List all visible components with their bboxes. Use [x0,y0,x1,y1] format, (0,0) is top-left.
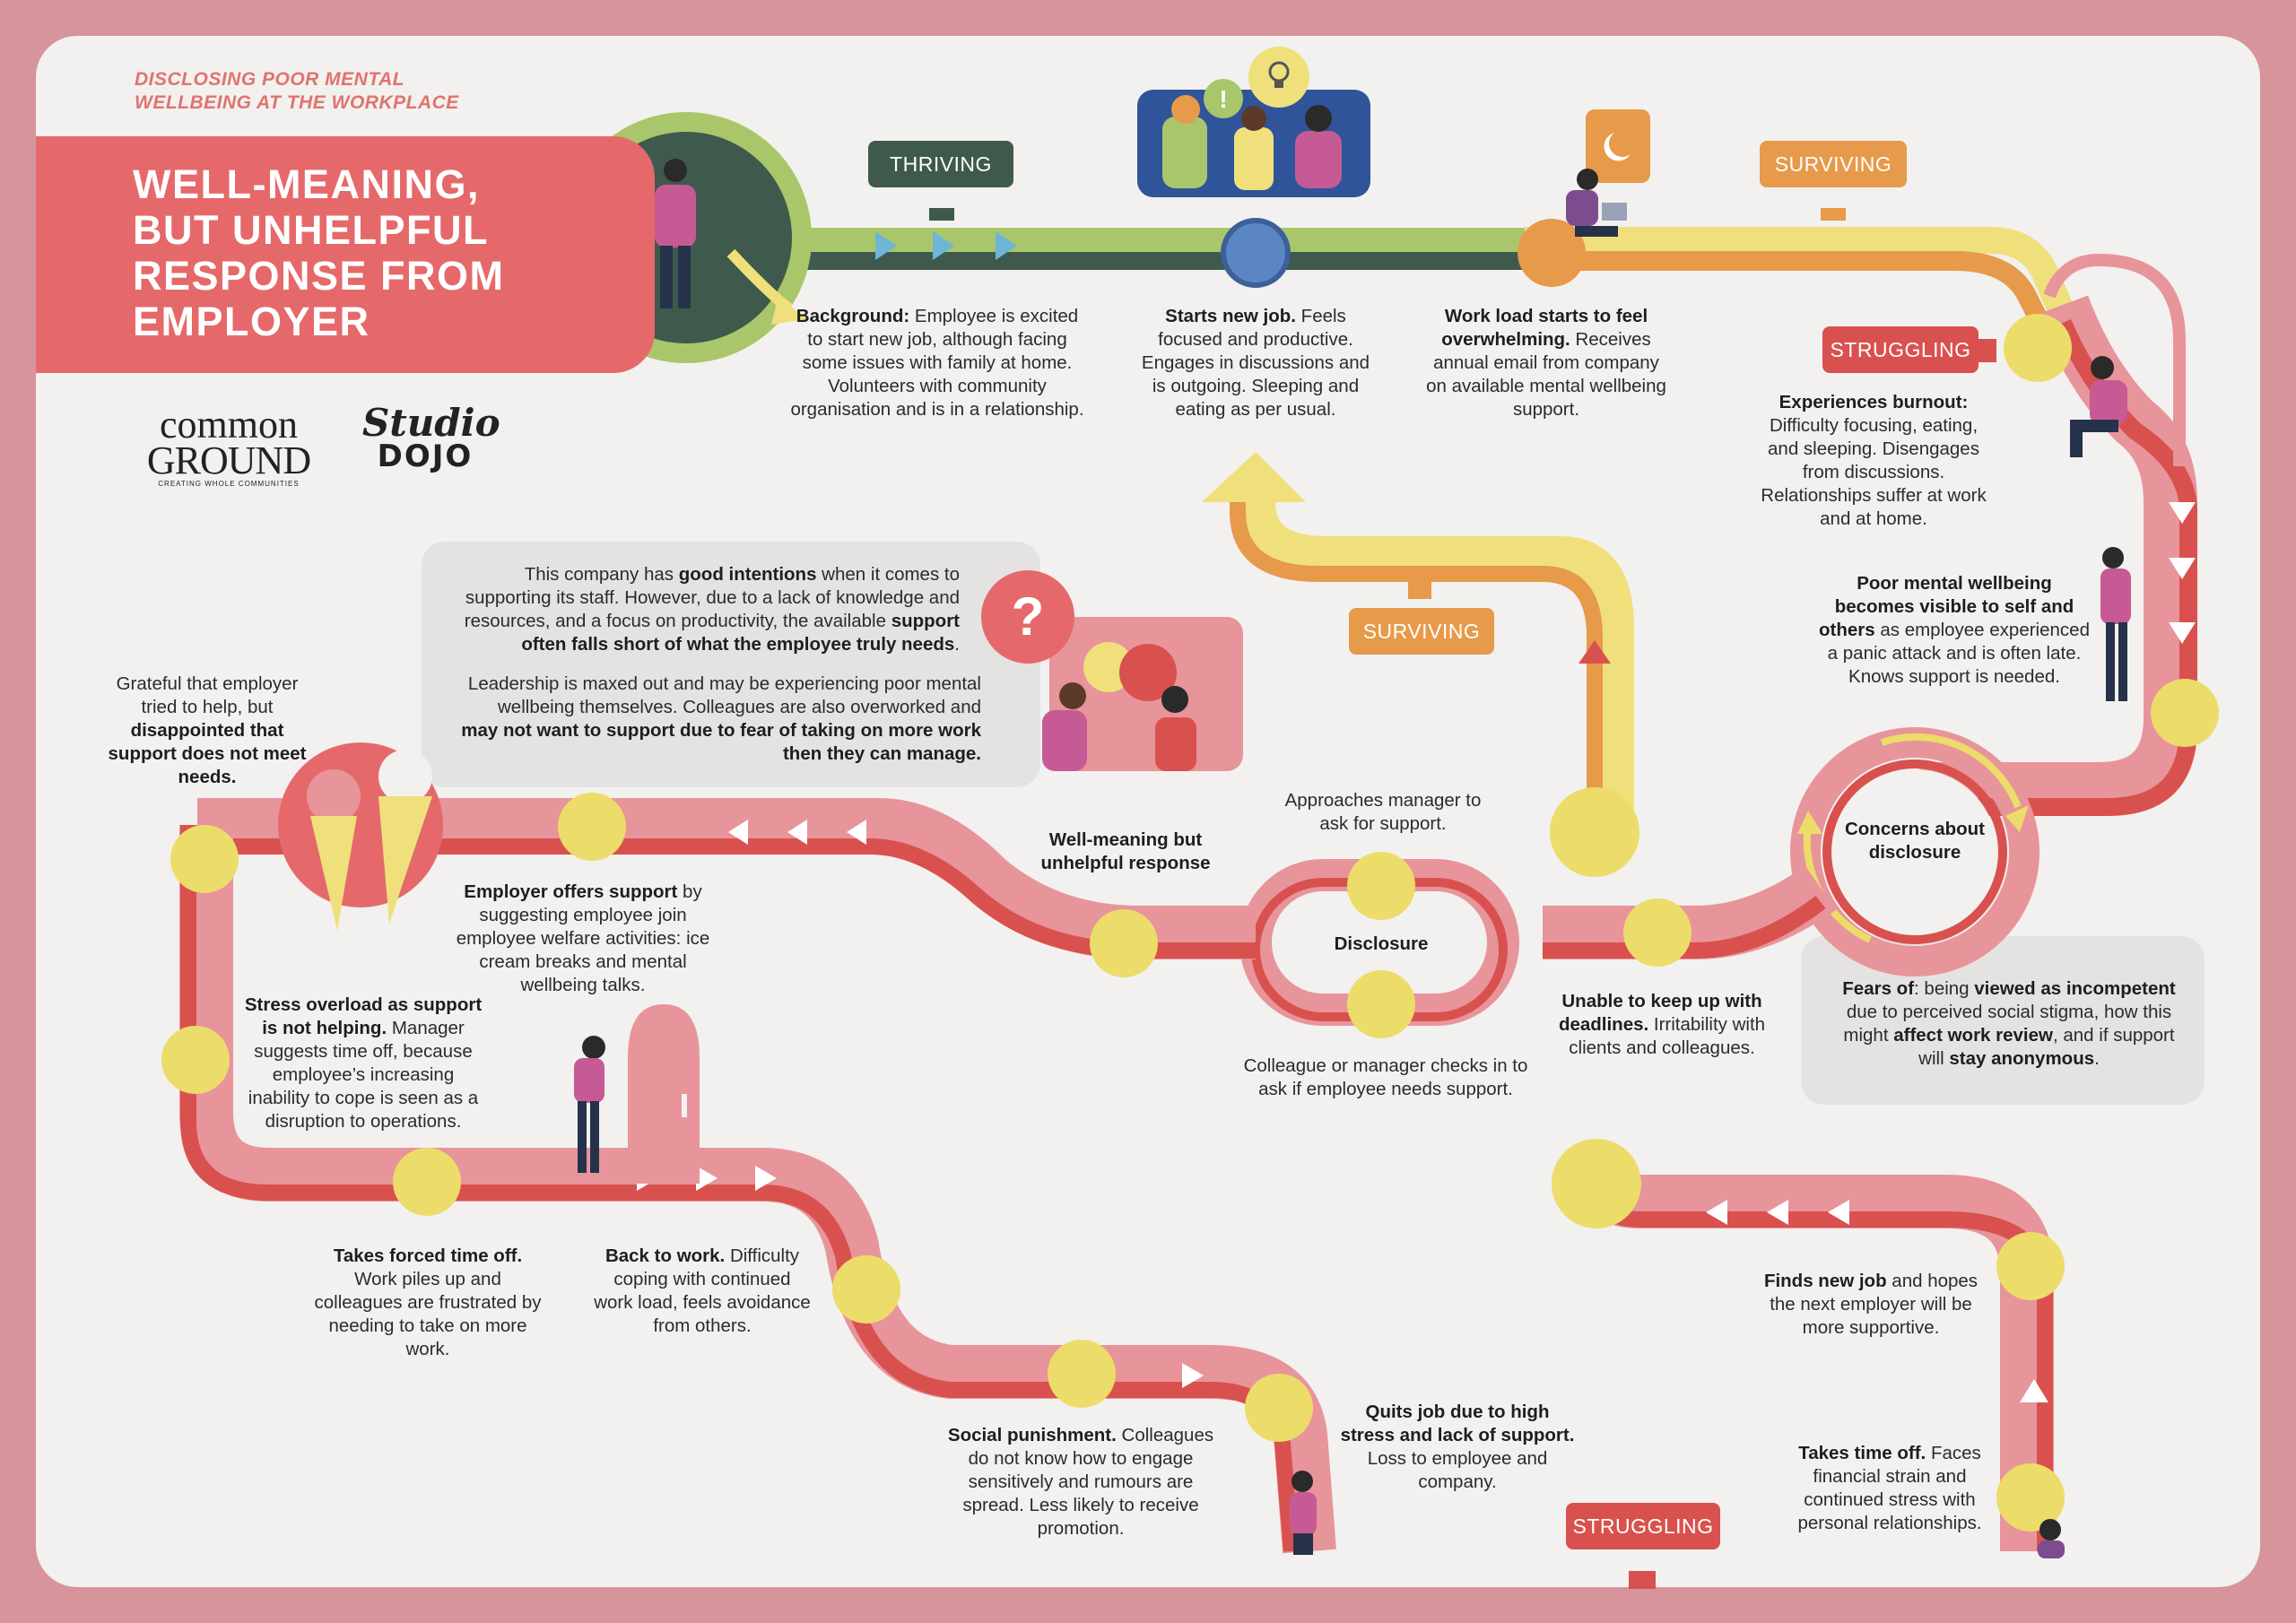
step-quits: Quits job due to high stress and lack of… [1340,1402,1575,1492]
discussion-panel [1137,47,1370,197]
logo-dojo: DOJO [377,438,474,474]
thriving-path [807,227,2075,336]
person-figure-hero [655,159,696,308]
step-stress: Stress overload as support is not helpin… [244,994,483,1132]
exclamation-icon: ! [1219,85,1227,113]
step-forced: Takes forced time off. Work piles up and… [314,1245,542,1359]
step-workload: Work load starts to feel overwhelming. R… [1426,306,1666,420]
logo-ground: GROUND [146,438,311,482]
leadership-note: Leadership is maxed out and may be exper… [461,673,981,764]
conversation-panel [981,570,1243,771]
down-arrows-right [2169,502,2196,644]
studio-dojo-logo: Studio DOJO [362,401,500,474]
badge-struggling-bottom: STRUGGLING [1566,1503,1720,1549]
concerns-label: Concerns about disclosure [1844,819,1986,863]
step-back: Back to work. Difficulty coping with con… [594,1245,811,1336]
concerns-circle [1790,727,2039,976]
forward-arrows-top [875,231,1017,260]
step-offers: Employer offers support by suggesting em… [456,881,710,995]
left-arrows-middle [728,820,866,845]
title-bar [36,136,655,373]
person-visible [2100,547,2131,701]
person-burnout [2070,356,2127,457]
struggling-path-left [179,825,1336,1554]
moon-panel [1586,109,1650,183]
ice-cream-icon [278,742,443,931]
journey-nodes [161,218,2219,1532]
step-grateful: Grateful that employer tried to help, bu… [108,673,307,787]
step-checks-in: Colleague or manager checks in to ask if… [1243,1055,1528,1099]
step-background: Background: Employee is excited to start… [790,306,1084,420]
badge-surviving-mid: SURVIVING [1349,608,1494,655]
step-social: Social punishment. Colleagues do not kno… [947,1425,1214,1539]
logo-common: common [160,403,298,447]
surviving-return-path [1202,452,1634,843]
logo-studio: Studio [362,401,500,445]
step-approaches: Approaches manager to ask for support. [1284,790,1482,834]
step-burnout: Experiences burnout: Difficulty focusing… [1761,392,1987,529]
step-time-off: Takes time off. Faces financial strain a… [1797,1443,1982,1533]
person-falling-right [2038,1519,2065,1558]
logo-tagline: CREATING WHOLE COMMUNITIES [158,480,300,488]
well-meaning-label: Well-meaning but unhelpful response [1040,829,1211,873]
company-note: This company has good intentions when it… [464,564,960,655]
poster-kicker: DISCLOSING POOR MENTAL WELLBEING AT THE … [135,69,459,113]
person-falling-left [1290,1471,1317,1555]
step-new-job-2: Finds new job and hopes the next employe… [1763,1271,1979,1338]
badge-surviving-top: SURVIVING [1760,141,1907,187]
door-figure [574,1004,700,1184]
poster-title: WELL-MEANING, BUT UNHELPFUL RESPONSE FRO… [133,161,505,344]
moon-icon [1604,133,1631,161]
step-unable: Unable to keep up with deadlines. Irrita… [1558,991,1766,1058]
disclosure-label: Disclosure [1334,933,1429,954]
step-new-job: Starts new job. Feels focused and produc… [1141,306,1370,420]
person-laptop [1566,169,1627,237]
step-fears: Fears of: being viewed as incompetent du… [1842,978,2176,1069]
company-note-box [422,542,1040,787]
left-arrows-bottom [1706,1200,2048,1402]
badge-thriving: THRIVING [868,141,1013,187]
idea-bulb-icon [1268,61,1290,88]
surviving-mid-stem [1408,581,1431,599]
thriving-stem [929,208,954,221]
struggling-bottom-stem [1629,1571,1656,1589]
common-ground-logo: common GROUND CREATING WHOLE COMMUNITIES [130,403,327,490]
badge-struggling-top: STRUGGLING [1822,326,1979,373]
surviving-stem [1821,208,1846,221]
step-visible: Poor mental wellbeing becomes visible to… [1819,573,2090,687]
question-icon: ? [1012,586,1045,647]
